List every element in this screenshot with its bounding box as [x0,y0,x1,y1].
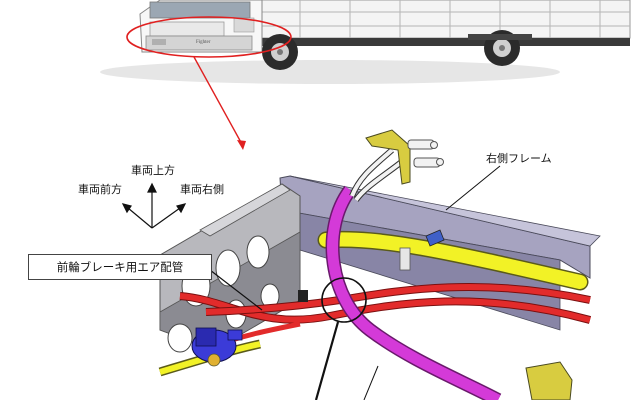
zoom-arrow [193,56,246,150]
yellow-air-pipe [158,230,589,377]
label-vehicle-right: 車両右側 [180,183,224,196]
magenta-hose [325,185,502,400]
label-right-frame: 右側フレーム [486,152,552,165]
callout-circle [321,277,367,323]
direction-axes [121,182,187,229]
label-vehicle-up: 車両上方 [131,164,175,177]
highlight-ellipse [126,16,292,58]
leader-lines [209,165,501,400]
hose-connector-bracket [349,129,444,202]
blue-valve [191,327,243,367]
mount-bracket [298,290,308,302]
lower-bracket [525,361,573,400]
label-vehicle-front: 車両前方 [78,183,122,196]
truck-badge: Fighter [196,40,211,45]
truck-photo: Fighter [100,0,631,84]
pipe-clip [425,229,445,247]
label-front-brake-air-pipe: 前輪ブレーキ用エア配管 [28,254,212,280]
